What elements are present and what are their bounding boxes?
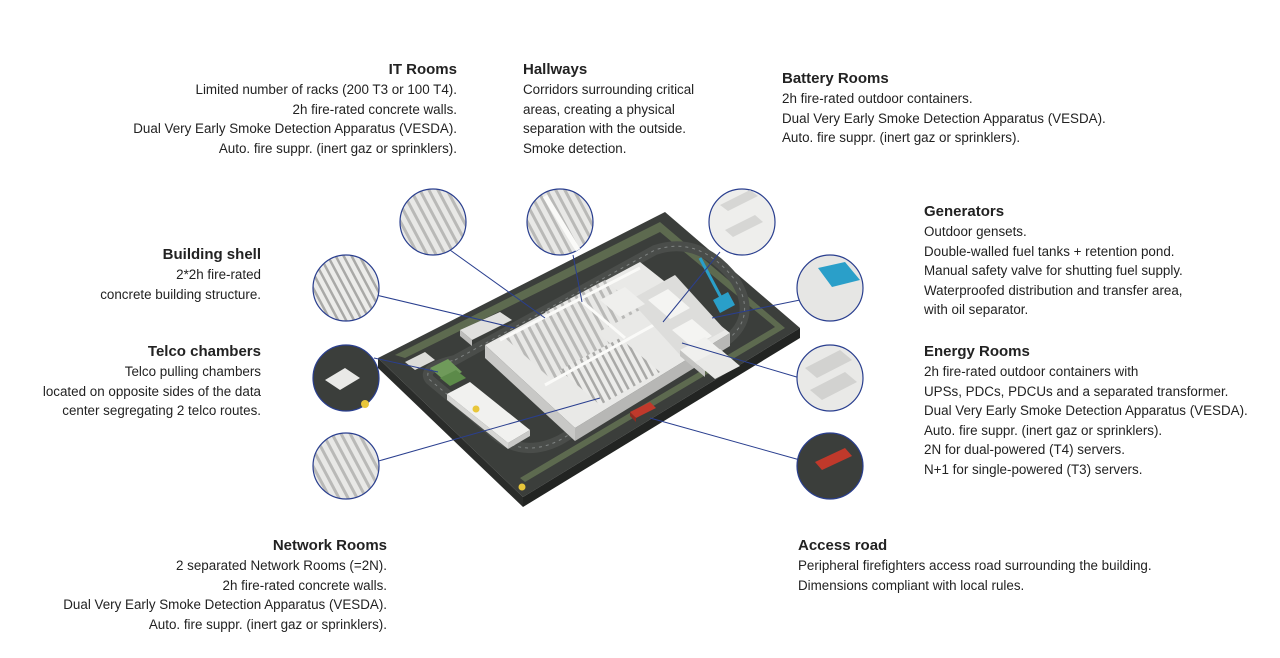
network-rooms-line: 2h fire-rated concrete walls. — [222, 577, 387, 593]
generators-line: Manual safety valve for shutting fuel su… — [924, 263, 1183, 279]
network-rooms-line: Auto. fire suppr. (inert gaz or sprinkle… — [148, 616, 387, 632]
generators-line: with oil separator. — [924, 302, 1029, 318]
network-rooms-label: Network Rooms 2 separated Network Rooms … — [30, 536, 387, 634]
generators-label: Generators Outdoor gensets. Double-walle… — [924, 202, 1264, 320]
energy-rooms-line: Auto. fire suppr. (inert gaz or sprinkle… — [924, 422, 1163, 438]
callout-it-rooms — [399, 188, 467, 256]
hallways-line: areas, creating a physical — [523, 101, 675, 117]
it-room-block-3 — [560, 338, 660, 405]
energy-rooms-line: N+1 for single-powered (T3) servers. — [924, 461, 1143, 477]
building-shell-line: concrete building structure. — [100, 286, 261, 302]
leader-lines — [373, 249, 801, 463]
telco-chambers-line: located on opposite sides of the data — [42, 383, 261, 399]
it-rooms-line: 2h fire-rated concrete walls. — [292, 101, 457, 117]
leader-line-generators — [711, 299, 801, 319]
hallways-line: Smoke detection. — [523, 140, 627, 156]
energy-rooms-line: Dual Very Early Smoke Detection Apparatu… — [924, 403, 1248, 419]
energy-rooms-label: Energy Rooms 2h fire-rated outdoor conta… — [924, 342, 1270, 480]
callout-building-shell — [312, 254, 380, 322]
generators-line: Outdoor gensets. — [924, 224, 1027, 239]
energy-rooms-line: 2N for dual-powered (T4) servers. — [924, 442, 1125, 458]
callout-generators — [796, 254, 864, 322]
leader-line-telco — [373, 357, 439, 373]
network-rooms-line: 2 separated Network Rooms (=2N). — [176, 558, 387, 573]
it-rooms-title: IT Rooms — [388, 61, 457, 78]
battery-rooms-label: Battery Rooms 2h fire-rated outdoor cont… — [782, 69, 1162, 148]
battery-rooms-line: Dual Very Early Smoke Detection Apparatu… — [782, 110, 1106, 126]
leader-line-it-rooms — [449, 249, 546, 319]
telco-chambers-line: Telco pulling chambers — [124, 364, 261, 379]
access-road-line: Dimensions compliant with local rules. — [798, 577, 1025, 593]
access-road-line: Peripheral firefighters access road surr… — [798, 558, 1152, 573]
callout-telco-chambers — [312, 344, 380, 412]
parking-area — [447, 382, 530, 443]
leader-line-battery — [662, 251, 721, 323]
fire-truck — [630, 402, 656, 422]
callout-battery-rooms — [708, 188, 776, 256]
it-rooms-line: Auto. fire suppr. (inert gaz or sprinkle… — [218, 140, 457, 156]
generators-title: Generators — [924, 203, 1005, 220]
energy-rooms-line: 2h fire-rated outdoor containers with — [924, 364, 1139, 379]
generators-line: Double-walled fuel tanks + retention pon… — [924, 243, 1175, 259]
energy-rooms-title: Energy Rooms — [924, 343, 1030, 360]
building-shell-line: 2*2h fire-rated — [176, 267, 261, 282]
hallways-title: Hallways — [523, 61, 588, 78]
battery-rooms-line: 2h fire-rated outdoor containers. — [782, 91, 973, 106]
access-road-label: Access road Peripheral firefighters acce… — [798, 536, 1218, 595]
building-shell-title: Building shell — [162, 246, 261, 263]
callout-energy-rooms — [796, 344, 864, 412]
leader-line-network — [374, 397, 601, 463]
generators-line: Waterproofed distribution and transfer a… — [924, 282, 1183, 298]
telco-chambers-line: center segregating 2 telco routes. — [62, 403, 261, 419]
network-rooms-line: Dual Very Early Smoke Detection Apparatu… — [63, 597, 387, 613]
leader-line-energy — [681, 342, 801, 379]
leader-line-access-road — [649, 417, 801, 461]
it-rooms-label: IT Rooms Limited number of racks (200 T3… — [100, 60, 457, 158]
hallways-line: separation with the outside. — [523, 121, 687, 137]
leader-line-hallways — [572, 254, 583, 303]
battery-rooms-title: Battery Rooms — [782, 70, 889, 87]
it-rooms-line: Dual Very Early Smoke Detection Apparatu… — [133, 121, 457, 137]
telco-chambers-title: Telco chambers — [147, 343, 261, 360]
callout-network-rooms — [312, 432, 380, 500]
yellow-car — [472, 405, 480, 413]
telco-chambers-label: Telco chambers Telco pulling chambers lo… — [10, 342, 261, 421]
energy-rooms-line: UPSs, PDCs, PDCUs and a separated transf… — [924, 383, 1229, 399]
hallways-line: Corridors surrounding critical — [523, 82, 695, 97]
it-rooms-line: Limited number of racks (200 T3 or 100 T… — [195, 82, 458, 97]
hallways-label: Hallways Corridors surrounding critical … — [523, 60, 743, 158]
callout-access-road — [796, 432, 864, 500]
access-road-title: Access road — [798, 537, 888, 554]
building-shell-label: Building shell 2*2h fire-rated concrete … — [60, 245, 261, 304]
equipment — [472, 257, 740, 491]
battery-rooms-line: Auto. fire suppr. (inert gaz or sprinkle… — [782, 130, 1021, 146]
callout-hallways — [526, 188, 594, 256]
main-building — [485, 262, 730, 441]
network-rooms-title: Network Rooms — [272, 537, 387, 554]
leader-line-building-shell — [375, 294, 516, 329]
crane — [698, 257, 735, 313]
